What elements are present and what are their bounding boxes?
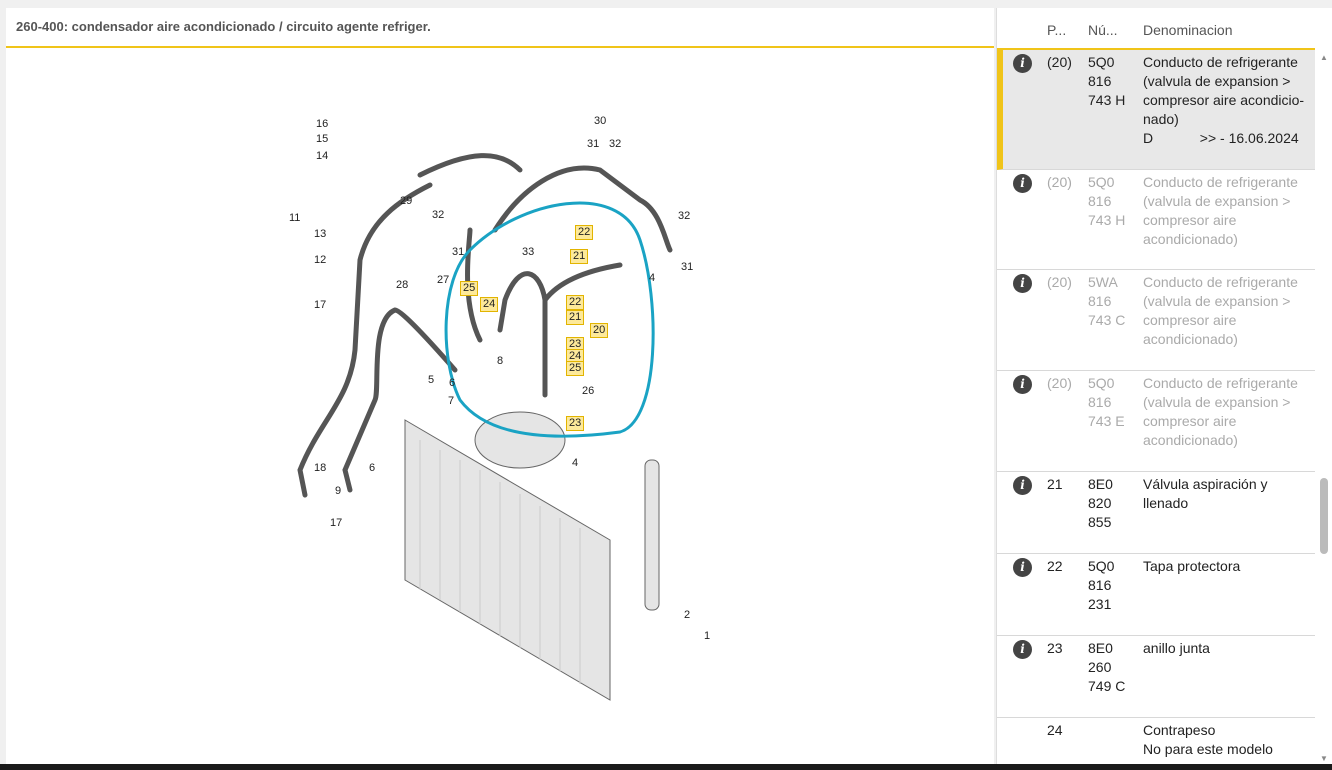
callout[interactable]: 33 xyxy=(522,246,535,258)
callout[interactable]: 22 xyxy=(575,225,594,240)
callout[interactable]: 1 xyxy=(704,630,711,642)
row-num: 5WA 816 743 C xyxy=(1088,274,1126,328)
callout[interactable]: 11 xyxy=(289,212,301,224)
callout[interactable]: 25 xyxy=(460,281,479,296)
row-pos: (20) xyxy=(1047,174,1072,190)
row-num: 5Q0 816 231 xyxy=(1088,558,1115,612)
taskbar xyxy=(0,764,1332,770)
callout[interactable]: 6 xyxy=(369,462,376,474)
table-row[interactable]: i (20) 5Q0 816 743 E Conducto de refrige… xyxy=(997,371,1315,472)
callout[interactable]: 13 xyxy=(314,228,327,240)
callout[interactable]: 16 xyxy=(316,118,329,130)
row-num: 5Q0 816 743 H xyxy=(1088,54,1126,108)
info-icon[interactable]: i xyxy=(1013,476,1032,495)
info-icon[interactable]: i xyxy=(1013,274,1032,293)
callout[interactable]: 2 xyxy=(684,609,691,621)
row-num: 8E0 260 749 C xyxy=(1088,640,1126,694)
table-row[interactable]: i 22 5Q0 816 231 Tapa protectora xyxy=(997,554,1315,636)
callout[interactable]: 26 xyxy=(582,385,595,397)
callout[interactable]: 32 xyxy=(609,138,622,150)
callout[interactable]: 17 xyxy=(314,299,327,311)
callout[interactable]: 6 xyxy=(449,377,456,389)
table-row[interactable]: i 23 8E0 260 749 C anillo junta xyxy=(997,636,1315,718)
callout[interactable]: 17 xyxy=(330,517,343,529)
scrollbar-thumb[interactable] xyxy=(1320,478,1328,554)
scrollbar[interactable]: ▲ ▼ xyxy=(1318,53,1330,763)
callout[interactable]: 22 xyxy=(566,295,585,310)
callout[interactable]: 29 xyxy=(400,195,413,207)
table-row-selected[interactable]: i (20) 5Q0 816 743 H Conducto de refrige… xyxy=(997,50,1315,170)
row-denom: Tapa protectora xyxy=(1143,558,1241,574)
row-pos: (20) xyxy=(1047,375,1072,391)
info-icon[interactable]: i xyxy=(1013,558,1032,577)
callout[interactable]: 18 xyxy=(314,462,327,474)
hand-drawn-circle-diagram xyxy=(444,201,655,438)
row-pos: 21 xyxy=(1047,476,1063,492)
col-header-pos[interactable]: P... xyxy=(1047,22,1067,38)
callout[interactable]: 5 xyxy=(428,374,435,386)
row-pos: (20) xyxy=(1047,54,1072,70)
row-pos: (20) xyxy=(1047,274,1072,290)
callout[interactable]: 21 xyxy=(570,249,589,264)
info-icon[interactable]: i xyxy=(1013,640,1032,659)
callout[interactable]: 30 xyxy=(594,115,607,127)
row-pos: 22 xyxy=(1047,558,1063,574)
callout[interactable]: 25 xyxy=(566,361,585,376)
info-icon[interactable]: i xyxy=(1013,174,1032,193)
callout[interactable]: 14 xyxy=(316,150,329,162)
row-num: 5Q0 816 743 H xyxy=(1088,174,1126,228)
row-denom: Conducto de refrigerante (valvula de exp… xyxy=(1143,54,1305,127)
row-validity: D >> - 16.06.2024 xyxy=(1143,130,1299,146)
row-num: 5Q0 816 743 E xyxy=(1088,375,1125,429)
table-row[interactable]: i 21 8E0 820 855 Válvula aspiración y ll… xyxy=(997,472,1315,554)
row-denom: Conducto de refrigerante (valvula de exp… xyxy=(1143,375,1298,448)
row-denom: Conducto de refrigerante (valvula de exp… xyxy=(1143,174,1298,247)
col-header-denom[interactable]: Denominacion xyxy=(1143,22,1233,38)
callout[interactable]: 9 xyxy=(335,485,342,497)
callout[interactable]: 15 xyxy=(316,133,329,145)
table-row[interactable]: i (20) 5Q0 816 743 H Conducto de refrige… xyxy=(997,170,1315,270)
callout[interactable]: 4 xyxy=(572,457,579,469)
row-num: 8E0 820 855 xyxy=(1088,476,1113,530)
callout[interactable]: 31 xyxy=(681,261,694,273)
callout[interactable]: 24 xyxy=(480,297,499,312)
callout[interactable]: 31 xyxy=(452,246,465,258)
callout[interactable]: 20 xyxy=(590,323,609,338)
scroll-up-icon[interactable]: ▲ xyxy=(1320,53,1328,62)
callout[interactable]: 31 xyxy=(587,138,600,150)
table-row[interactable]: 24 Contrapeso No para este modelo xyxy=(997,718,1315,764)
callout[interactable]: 24 xyxy=(566,349,585,364)
row-denom: Conducto de refrigerante (valvula de exp… xyxy=(1143,274,1298,347)
callout[interactable]: 21 xyxy=(566,310,585,325)
table-row[interactable]: i (20) 5WA 816 743 C Conducto de refrige… xyxy=(997,270,1315,371)
col-header-num[interactable]: Nú... xyxy=(1088,22,1118,38)
callout[interactable]: 27 xyxy=(437,274,450,286)
info-icon[interactable]: i xyxy=(1013,54,1032,73)
row-denom: Válvula aspiración y llenado xyxy=(1143,476,1268,511)
exploded-parts-diagram[interactable] xyxy=(6,50,994,764)
scroll-down-icon[interactable]: ▼ xyxy=(1320,754,1328,763)
row-pos: 23 xyxy=(1047,640,1063,656)
callout[interactable]: 8 xyxy=(497,355,504,367)
callout[interactable]: 23 xyxy=(566,416,585,431)
parts-table: P... Nú... Denominacion i (20) 5Q0 816 7… xyxy=(996,8,1332,764)
callout[interactable]: 12 xyxy=(314,254,327,266)
callout[interactable]: 32 xyxy=(678,210,691,222)
info-icon[interactable]: i xyxy=(1013,375,1032,394)
callout[interactable]: 32 xyxy=(432,209,445,221)
table-header: P... Nú... Denominacion xyxy=(997,8,1315,50)
row-denom: anillo junta xyxy=(1143,640,1210,656)
callout[interactable]: 23 xyxy=(566,337,585,352)
row-denom: Contrapeso No para este modelo xyxy=(1143,722,1273,757)
diagram-panel: 260-400: condensador aire acondicionado … xyxy=(6,8,994,764)
callout[interactable]: 28 xyxy=(396,279,409,291)
row-pos: 24 xyxy=(1047,722,1063,738)
callout[interactable]: 7 xyxy=(448,395,455,407)
callout[interactable]: 4 xyxy=(649,272,656,284)
page-title: 260-400: condensador aire acondicionado … xyxy=(6,8,994,48)
